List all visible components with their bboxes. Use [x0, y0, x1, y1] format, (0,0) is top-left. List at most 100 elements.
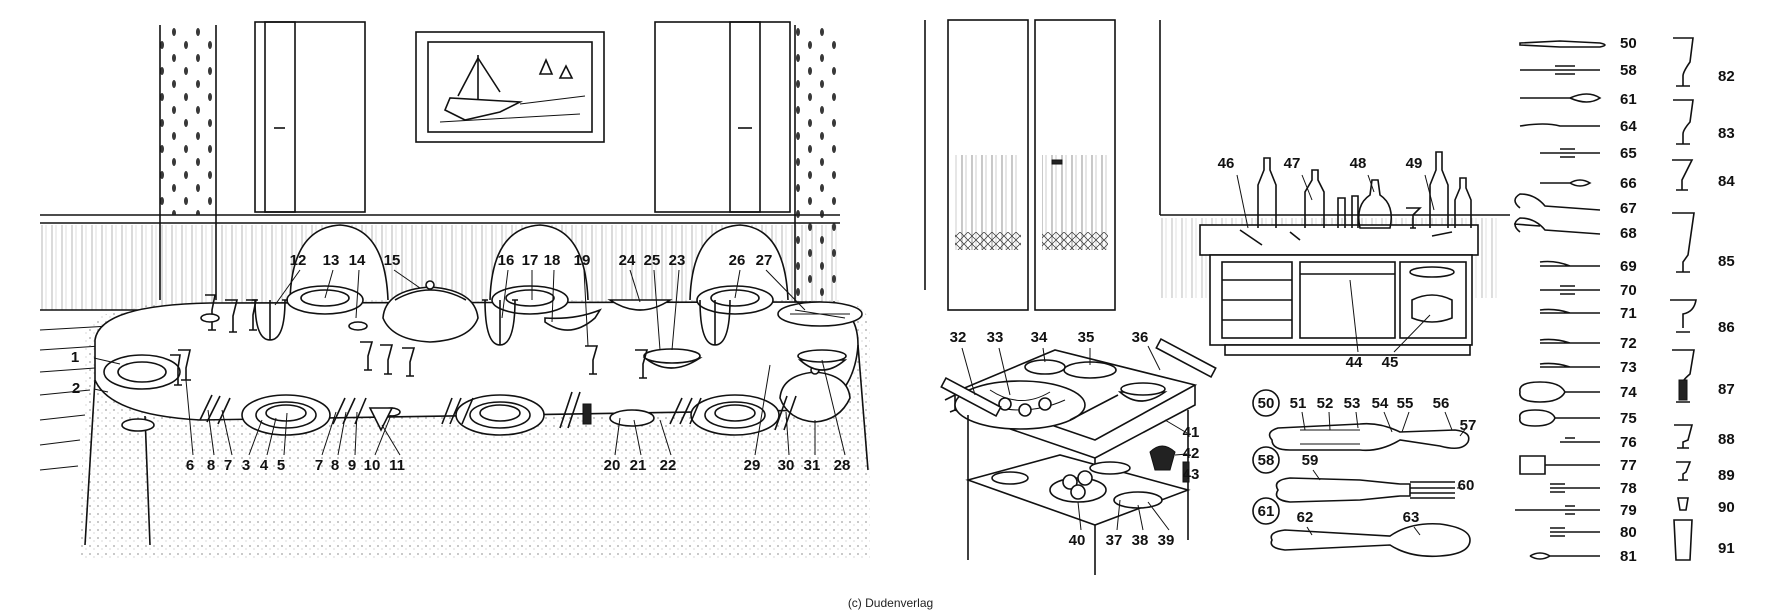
scene-label-39: 39 [1158, 532, 1175, 549]
scene-label-59: 59 [1302, 452, 1319, 469]
scene-label-25: 25 [644, 252, 661, 269]
cutlery-label-81: 81 [1620, 548, 1637, 565]
scene-label-53: 53 [1344, 395, 1361, 412]
scene-label-11: 11 [389, 457, 405, 474]
cutlery-label-74: 74 [1620, 384, 1637, 401]
scene-label-7: 7 [315, 457, 323, 474]
scene-label-26: 26 [729, 252, 746, 269]
scene-label-30: 30 [778, 457, 795, 474]
glass-numbers: 82 83 84 85 86 87 88 89 90 91 [1718, 68, 1735, 557]
glass-label-89: 89 [1718, 467, 1735, 484]
cutlery-label-61: 61 [1620, 91, 1637, 108]
scene-label-46: 46 [1218, 155, 1235, 172]
scene-label-1: 1 [71, 349, 79, 366]
leader-lines [93, 269, 846, 456]
cutlery-label-66: 66 [1620, 175, 1637, 192]
scene-label-42: 42 [1183, 445, 1200, 462]
cutlery-label-80: 80 [1620, 524, 1637, 541]
scene-label-21: 21 [630, 457, 647, 474]
scene-label-16: 16 [498, 252, 515, 269]
scene-label-35: 35 [1078, 329, 1095, 346]
glass-column: 82 83 84 85 86 87 88 89 90 91 [1670, 37, 1735, 561]
sideboard-scene [924, 19, 1510, 575]
scene-label-38: 38 [1132, 532, 1149, 549]
plates [103, 285, 780, 436]
scene-label-49: 49 [1406, 155, 1423, 172]
scene-label-37: 37 [1106, 532, 1123, 549]
scene-label-32: 32 [950, 329, 967, 346]
scene-label-20: 20 [604, 457, 621, 474]
scene-label-44: 44 [1346, 354, 1363, 371]
cutlery-label-69: 69 [1620, 258, 1637, 275]
glass-label-85: 85 [1718, 253, 1735, 270]
scene-label-22: 22 [660, 457, 677, 474]
scene-label-63: 63 [1403, 509, 1420, 526]
glass-label-90: 90 [1718, 499, 1735, 516]
glass-label-83: 83 [1718, 125, 1735, 142]
cutlery-label-76: 76 [1620, 434, 1637, 451]
detail-fork [1275, 469, 1462, 503]
cutlery-label-75: 75 [1620, 410, 1637, 427]
scene-label-51: 51 [1290, 395, 1307, 412]
cutlery-label-58: 58 [1620, 62, 1637, 79]
scene-label-18: 18 [544, 252, 561, 269]
scene-label-57: 57 [1460, 417, 1477, 434]
scene-label-41: 41 [1183, 424, 1200, 441]
scene-label-12: 12 [290, 252, 307, 269]
scene-label-3: 3 [242, 457, 250, 474]
scene-label-4: 4 [260, 457, 269, 474]
scene-label-2: 2 [72, 380, 80, 397]
scene-label-55: 55 [1397, 395, 1414, 412]
scene-label-27: 27 [756, 252, 773, 269]
scene-label-52: 52 [1317, 395, 1334, 412]
cutlery-label-72: 72 [1620, 335, 1637, 352]
cutlery-label-79: 79 [1620, 502, 1637, 519]
scene-label-9: 9 [348, 457, 356, 474]
scene-label-24: 24 [619, 252, 636, 269]
glass-label-91: 91 [1718, 540, 1735, 557]
scene-label-10: 10 [364, 457, 381, 474]
scene-label-15: 15 [384, 252, 401, 269]
scene-label-7: 7 [224, 457, 232, 474]
dining-room-scene [39, 21, 870, 560]
cutlery-label-78: 78 [1620, 480, 1637, 497]
scene-label-62: 62 [1297, 509, 1314, 526]
copyright-credit: (c) Dudenverlag [847, 596, 934, 610]
scene-label-47: 47 [1284, 155, 1301, 172]
scene-label-50: 50 [1258, 395, 1275, 412]
scene-label-14: 14 [349, 252, 366, 269]
cutlery-column: 5058616465666768697071727374757677787980… [1513, 35, 1637, 565]
glass-label-87: 87 [1718, 381, 1735, 398]
scene-label-54: 54 [1372, 395, 1389, 412]
cutlery-label-68: 68 [1620, 225, 1637, 242]
glass-label-88: 88 [1718, 431, 1735, 448]
scene-label-31: 31 [804, 457, 821, 474]
scene-label-48: 48 [1350, 155, 1367, 172]
glass-label-82: 82 [1718, 68, 1735, 85]
scene-label-5: 5 [277, 457, 285, 474]
scene-label-36: 36 [1132, 329, 1149, 346]
scene-label-34: 34 [1031, 329, 1048, 346]
scene-label-8: 8 [207, 457, 215, 474]
glass-label-84: 84 [1718, 173, 1735, 190]
detail-knife [1268, 411, 1470, 452]
cutlery-label-71: 71 [1620, 305, 1637, 322]
scene-label-45: 45 [1382, 354, 1399, 371]
scene-label-23: 23 [669, 252, 686, 269]
scene-label-40: 40 [1069, 532, 1086, 549]
cutlery-label-73: 73 [1620, 359, 1637, 376]
scene-label-8: 8 [331, 457, 339, 474]
cutlery-label-50: 50 [1620, 35, 1637, 52]
glass-label-86: 86 [1718, 319, 1735, 336]
cutlery-numbers: 5058616465666768697071727374757677787980… [1620, 35, 1637, 565]
cutlery-label-64: 64 [1620, 118, 1637, 135]
cutlery-label-77: 77 [1620, 457, 1637, 474]
scene-label-56: 56 [1433, 395, 1450, 412]
scene-label-17: 17 [522, 252, 539, 269]
scene-label-43: 43 [1183, 466, 1200, 483]
cutlery-label-65: 65 [1620, 145, 1637, 162]
detail-spoon [1270, 522, 1471, 558]
cutlery-label-67: 67 [1620, 200, 1637, 217]
